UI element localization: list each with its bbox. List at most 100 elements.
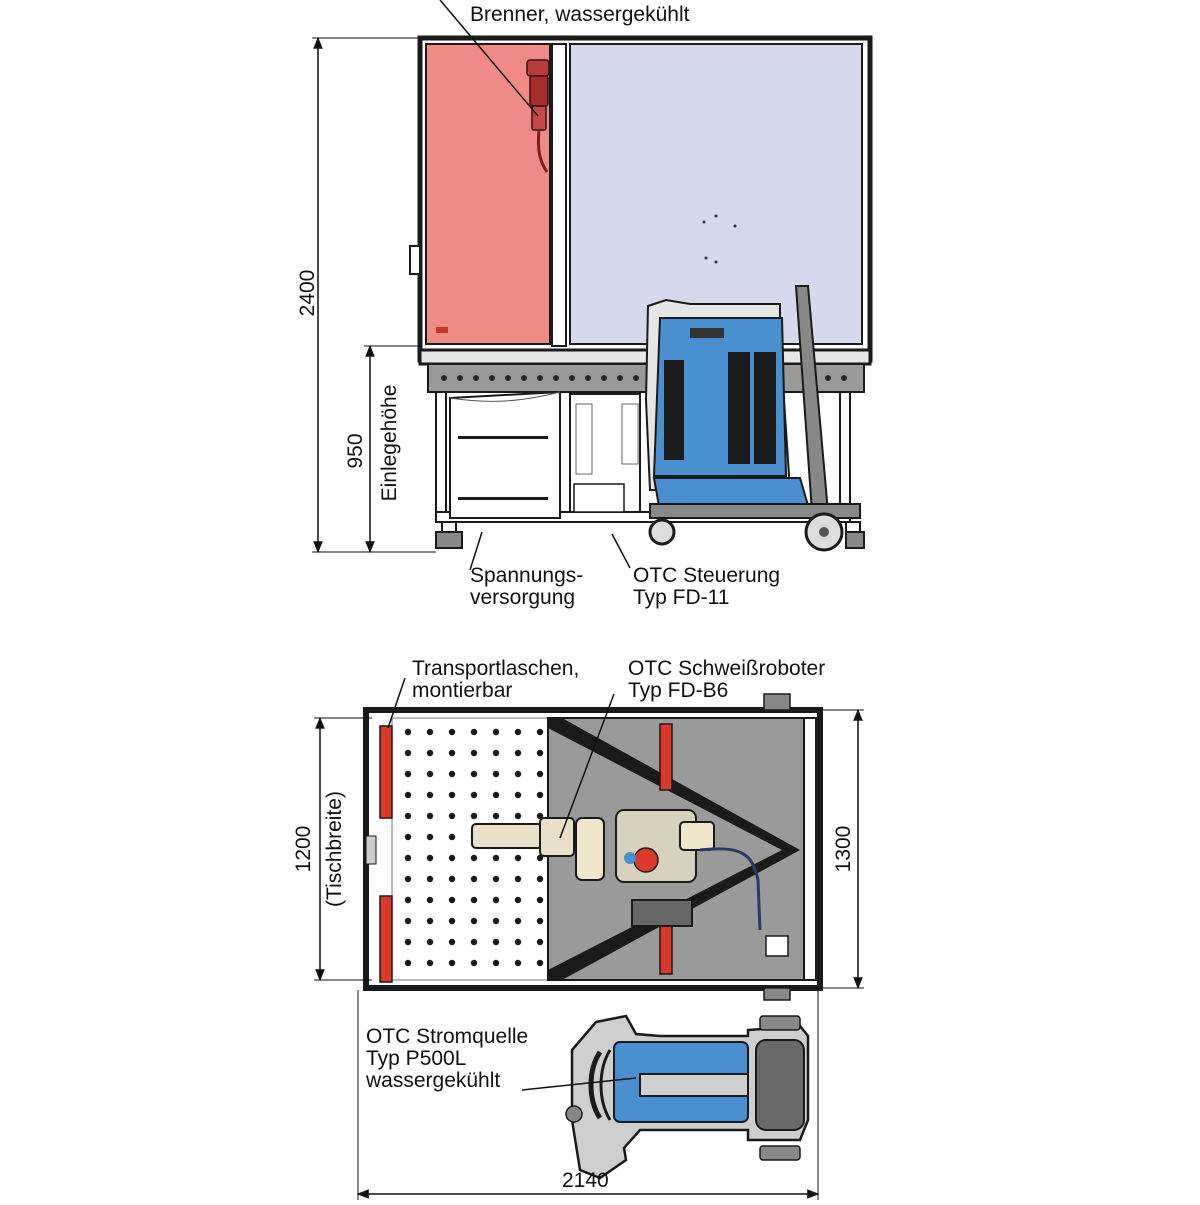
table-hole [536,749,544,757]
table-hole [514,938,522,946]
table-hole [536,728,544,736]
table-hole [448,812,456,820]
table-hole [536,938,544,946]
table-hole [514,791,522,799]
hole-grid [404,728,544,967]
wheel-icon [648,518,676,546]
table-hole [448,875,456,883]
source-label-line1: OTC Stromquelle [366,1025,529,1048]
table-hole [514,770,522,778]
table-hole [426,938,434,946]
table-hole [492,959,500,967]
table-hole [492,791,500,799]
height-dimension: 2400 [296,269,319,317]
table-hole [448,770,456,778]
table-hole [536,959,544,967]
depth-dimension: 1300 [832,825,855,873]
table-hole [426,833,434,841]
table-hole [536,770,544,778]
table-hole [492,896,500,904]
table-hole [492,812,500,820]
table-hole [536,917,544,925]
table-hole [514,917,522,925]
torch-label: Brenner, wassergekühlt [470,3,690,26]
robot-icon [471,809,789,957]
table-hole [404,896,412,904]
table-hole [514,959,522,967]
loading-height-label: Einlegehöhe [378,384,401,502]
transport-lug [659,723,673,791]
table-hole [404,791,412,799]
controller-label-line1: OTC Steuerung [633,564,781,587]
table-hole [470,749,478,757]
table-hole [426,728,434,736]
robot-label-line1: OTC Schweißroboter [628,657,826,680]
table-hole [448,791,456,799]
top-view [314,677,864,1200]
table-hole [426,791,434,799]
width-dimension-label: (Tischbreite) [323,791,346,907]
length-dimension: 2140 [562,1169,609,1192]
table-hole [514,728,522,736]
table-hole [448,854,456,862]
table-hole [448,896,456,904]
table-hole [470,728,478,736]
loading-height-value: 950 [344,433,367,469]
table-hole [426,770,434,778]
cabin-handle [409,245,421,275]
cabin-divider [551,43,567,347]
width-dimension-value: 1200 [292,825,315,873]
table-hole [426,854,434,862]
table-hole [492,854,500,862]
transport-label-line1: Transportlaschen, [412,657,580,680]
table-hole [492,917,500,925]
power-supply-label-line2: versorgung [470,586,576,609]
table-hole [404,812,412,820]
table-hole [492,749,500,757]
controller-label-line2: Typ FD-11 [633,586,730,609]
table-hole [448,938,456,946]
table-hole [536,896,544,904]
table-hole [426,749,434,757]
table-hole [470,938,478,946]
source-label-line2: Typ P500L [366,1047,467,1070]
power-source-top [565,1014,810,1180]
power-supply-label-line1: Spannungs- [470,564,584,587]
table-hole [514,854,522,862]
table-hole [470,770,478,778]
cabin-lilac-zone [569,43,863,345]
table-hole [404,959,412,967]
table-hole [536,791,544,799]
table-hole [426,875,434,883]
transport-lug [379,895,393,983]
table-hole [448,959,456,967]
table-hole [404,938,412,946]
source-label-line3: wassergekühlt [366,1069,501,1092]
table-hole [404,728,412,736]
side-view [312,0,873,571]
transport-lug [379,725,393,819]
table-hole [426,896,434,904]
table-hole [404,749,412,757]
table-hole [470,791,478,799]
power-source-trolley-side [644,285,861,552]
table-hole [514,875,522,883]
table-hole [492,770,500,778]
table-hole [492,938,500,946]
transport-label-line2: montierbar [412,679,513,702]
table-hole [404,917,412,925]
table-hole [404,854,412,862]
table-hole [426,959,434,967]
table-hole [404,875,412,883]
table-hole [470,917,478,925]
table-hole [426,812,434,820]
table-hole [448,833,456,841]
table-hole [514,749,522,757]
table-hole [470,854,478,862]
robot-label-line2: Typ FD-B6 [628,679,729,702]
table-hole [448,728,456,736]
table-hole [448,917,456,925]
power-supply-cabinet [449,390,561,519]
